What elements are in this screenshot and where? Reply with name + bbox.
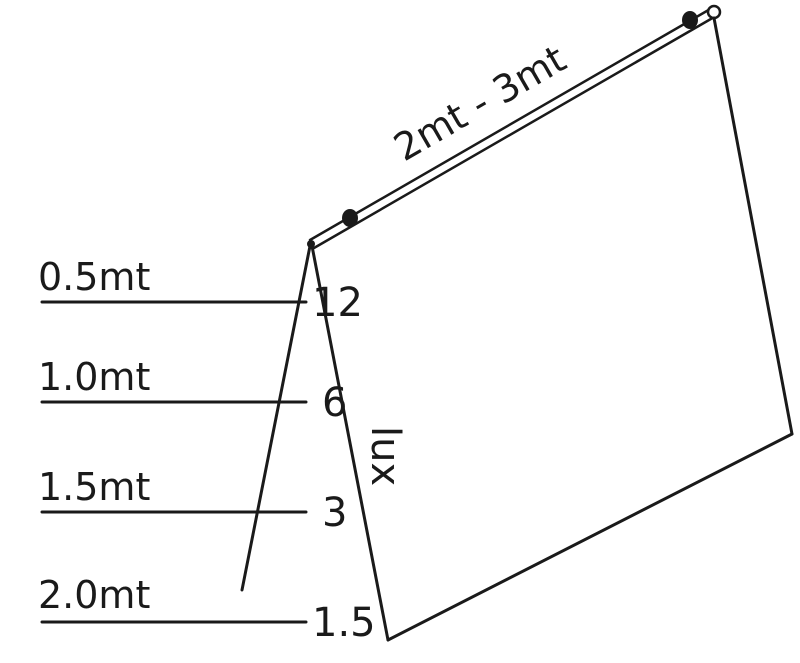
screen-outline [240, 16, 794, 642]
distance-label-1: 1.0mt [38, 355, 150, 399]
distance-lines [40, 300, 308, 624]
distance-label-3: 2.0mt [38, 573, 150, 617]
rod-clip-left [342, 209, 358, 227]
distance-label-2: 1.5mt [38, 465, 150, 509]
distance-label-0: 0.5mt [38, 255, 150, 299]
top-rod [307, 4, 722, 250]
lux-value-3: 1.5 [312, 600, 376, 646]
lux-value-2: 3 [322, 490, 347, 536]
unit-label: lux [362, 426, 408, 486]
rod-clip-right [682, 11, 698, 29]
lux-value-1: 6 [322, 380, 347, 426]
rod-right-end [706, 4, 722, 20]
lux-value-0: 12 [312, 280, 363, 326]
